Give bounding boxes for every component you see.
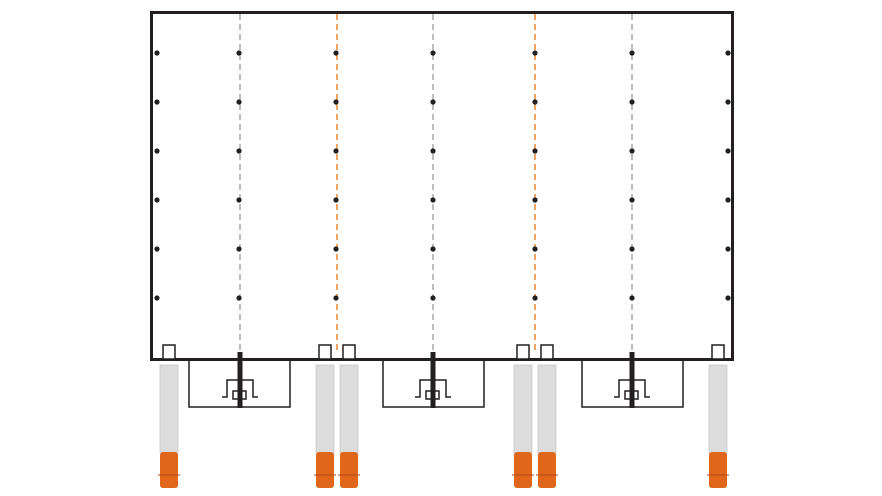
truck-trailer [708,364,728,454]
column-dot [154,148,160,154]
dock-door [162,344,176,360]
dock-door [516,344,530,360]
truck-cab [538,452,556,488]
column-dot [629,99,635,105]
column-dot [725,148,731,154]
column-dot [629,197,635,203]
column-dot [725,295,731,301]
column-dot [430,99,436,105]
building-wall [150,11,734,361]
column-dot [430,295,436,301]
column-dot [154,246,160,252]
column-dot [532,197,538,203]
column-dot [236,246,242,252]
column-dot [629,295,635,301]
column-dot [154,197,160,203]
truck-trailer [537,364,557,454]
truck-trailer [513,364,533,454]
dock-door [540,344,554,360]
column-dot [333,246,339,252]
column-dot [236,197,242,203]
column-dot [532,246,538,252]
column-dot [333,50,339,56]
column-dot [236,295,242,301]
truck-cab [514,452,532,488]
column-dot [333,99,339,105]
column-dot [430,197,436,203]
column-dot [532,148,538,154]
truck-trailer [159,364,179,454]
column-dot [430,246,436,252]
truck-trailer [339,364,359,454]
column-dot [532,99,538,105]
dock-door [711,344,725,360]
column-dot [333,295,339,301]
column-dot [629,50,635,56]
column-dot [725,197,731,203]
truck-cab [316,452,334,488]
column-dot [154,295,160,301]
column-dot [154,99,160,105]
canopy-post [629,352,635,408]
column-dot [629,148,635,154]
column-dot [333,148,339,154]
column-dot [154,50,160,56]
column-dot [236,99,242,105]
column-dot [725,99,731,105]
canopy-post [237,352,243,408]
column-dot [725,50,731,56]
column-dot [236,50,242,56]
canopy-post [430,352,436,408]
column-dot [532,295,538,301]
truck-cab [160,452,178,488]
truck-trailer [315,364,335,454]
truck-cab [340,452,358,488]
dock-door [342,344,356,360]
column-dot [430,50,436,56]
column-dot [725,246,731,252]
column-dot [236,148,242,154]
truck-cab [709,452,727,488]
column-dot [333,197,339,203]
column-dot [629,246,635,252]
dock-door [318,344,332,360]
column-dot [532,50,538,56]
column-dot [430,148,436,154]
